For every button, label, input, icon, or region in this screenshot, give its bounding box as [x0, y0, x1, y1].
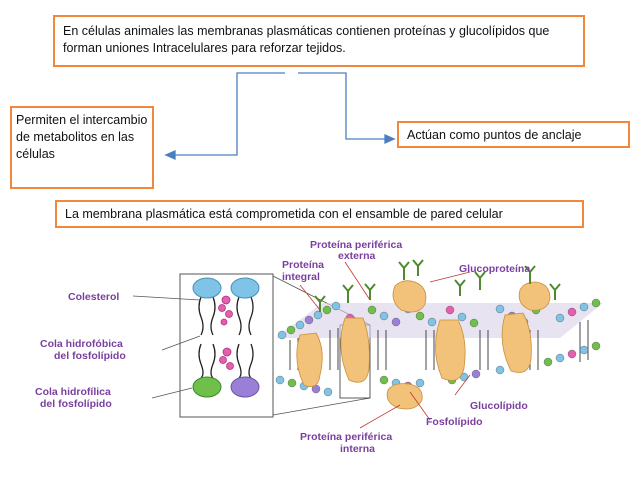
proteins — [296, 280, 551, 410]
label-cola-hidrofilica-1: Cola hidrofílica — [35, 386, 111, 398]
label-cola-hidrofilica-2: del fosfolípido — [40, 398, 112, 410]
label-cola-hidrofobica-2: del fosfolípido — [54, 350, 126, 362]
tails-field — [289, 320, 589, 370]
protein-peripheral-external-a — [392, 280, 427, 313]
protein-integral-c — [435, 319, 466, 381]
diagram-labels: Colesterol Cola hidrofóbica del fosfolíp… — [35, 239, 530, 455]
connector-right — [298, 72, 387, 140]
statement-box-left: Permiten el intercambio de metabolitos e… — [10, 106, 154, 189]
label-pointers — [299, 261, 471, 429]
statement-top-text: En células animales las membranas plasmá… — [63, 24, 550, 55]
label-colesterol: Colesterol — [68, 291, 119, 303]
glycan-chains — [314, 259, 561, 312]
label-proteina-integral-2: integral — [282, 271, 320, 283]
arrowhead-right-icon — [384, 133, 396, 145]
label-glucoproteina: Glucoproteína — [459, 263, 530, 275]
statement-left-text: Permiten el intercambio de metabolitos e… — [16, 113, 148, 161]
arrowhead-left-icon — [164, 149, 176, 161]
statement-box-bottom: La membrana plasmática está comprometida… — [55, 200, 584, 228]
statement-box-right: Actúan como puntos de anclaje — [397, 121, 630, 148]
protein-peripheral-external-b — [518, 281, 551, 311]
label-proteina-periferica-externa-2: externa — [338, 250, 376, 262]
connector-arrows — [164, 72, 396, 161]
label-fosfolipido: Fosfolípido — [426, 416, 483, 428]
label-proteina-periferica-interna-1: Proteína periférica — [300, 431, 392, 443]
connector-left — [172, 72, 285, 156]
label-cola-hidrofobica-1: Cola hidrofóbica — [40, 338, 123, 350]
inset-panel — [179, 273, 274, 418]
label-proteina-integral-1: Proteína — [282, 259, 324, 271]
protein-peripheral-internal — [386, 383, 423, 410]
statement-right-text: Actúan como puntos de anclaje — [407, 128, 582, 142]
label-glucolipido: Glucolípido — [470, 400, 528, 412]
protein-integral-a — [296, 332, 323, 388]
protein-integral-d — [501, 312, 532, 373]
protein-integral-b — [340, 317, 370, 383]
label-proteina-periferica-externa-1: Proteína periférica — [310, 239, 402, 251]
label-proteina-periferica-interna-2: interna — [340, 443, 375, 455]
statement-bottom-text: La membrana plasmática está comprometida… — [65, 207, 503, 221]
statement-box-top: En células animales las membranas plasmá… — [53, 15, 585, 67]
